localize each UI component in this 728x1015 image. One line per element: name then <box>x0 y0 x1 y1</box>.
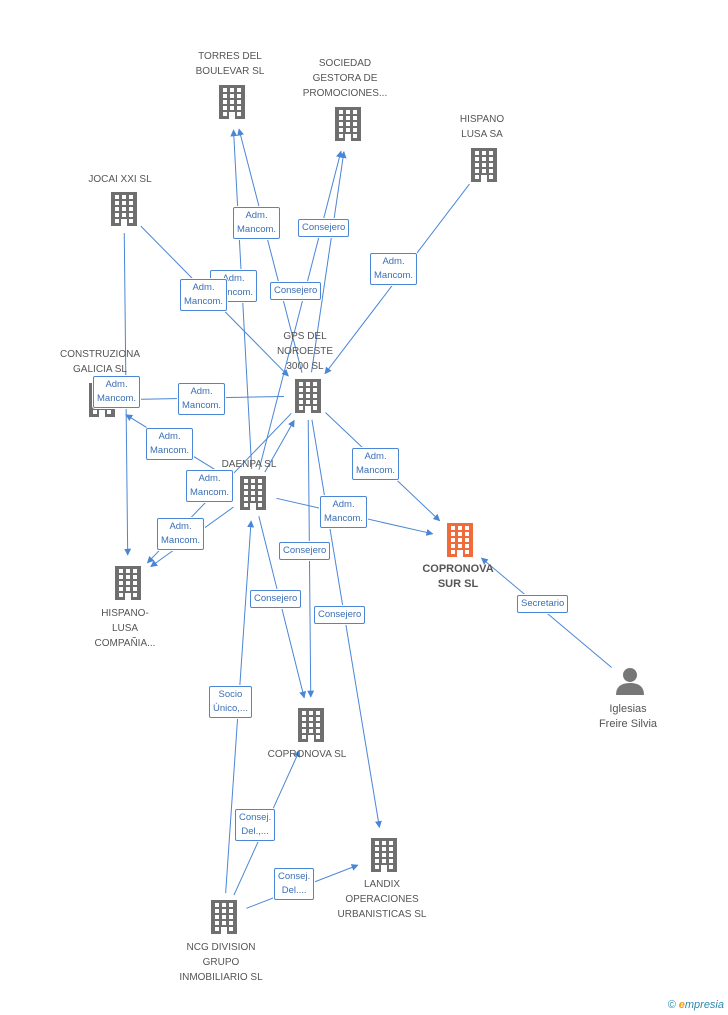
edge-label-adm-mancom[interactable]: Adm. Mancom. <box>186 470 234 502</box>
node-label-iglesias[interactable]: Iglesias Freire Silvia <box>598 703 658 730</box>
edge-label-adm-mancom[interactable]: Adm. Mancom. <box>146 428 194 460</box>
node-label-landix[interactable]: LANDIX OPERACIONES URBANISTICAS SL <box>337 879 427 920</box>
node-label-daenpa[interactable]: DAENPA SL <box>221 459 277 470</box>
edge-label-adm-mancom[interactable]: Adm. Mancom. <box>352 448 400 480</box>
edge-label-adm-mancom[interactable]: Adm. Mancom. <box>93 376 141 408</box>
edge-label-consejero[interactable]: Consejero <box>270 282 322 300</box>
building-icon[interactable] <box>219 85 245 119</box>
edge-label-secretario[interactable]: Secretario <box>517 595 569 613</box>
node-label-torres[interactable]: TORRES DEL BOULEVAR SL <box>195 51 265 77</box>
edge-line-daenpa-gps <box>264 419 295 473</box>
building-icon[interactable] <box>471 148 497 182</box>
edge-label-consej-del[interactable]: Consej. Del.,... <box>235 809 276 841</box>
edge-line-daenpa-sociedad <box>258 150 343 470</box>
edge-label-consej-del[interactable]: Consej. Del.... <box>274 868 315 900</box>
copyright-icon: © <box>667 999 676 1011</box>
building-icon[interactable] <box>211 900 237 934</box>
building-icon[interactable] <box>115 566 141 600</box>
building-icon[interactable] <box>295 379 321 413</box>
edge-label-adm-mancom[interactable]: Adm. Mancom. <box>320 496 368 528</box>
node-label-copronova-sur[interactable]: COPRONOVA SUR SL <box>422 563 494 590</box>
node-label-hispano-cia[interactable]: HISPANO- LUSA COMPAÑIA... <box>94 608 156 649</box>
nodes-layer <box>89 85 644 934</box>
edge-label-adm-mancom[interactable]: Adm. Mancom. <box>180 279 228 311</box>
building-icon[interactable] <box>298 708 324 742</box>
node-label-ncg[interactable]: NCG DIVISION GRUPO INMOBILIARIO SL <box>179 942 263 983</box>
edge-line-gps-torres <box>237 128 303 373</box>
building-icon[interactable] <box>111 192 137 226</box>
building-icon[interactable] <box>447 523 473 557</box>
edge-label-consejero[interactable]: Consejero <box>298 219 350 237</box>
edge-line-gps-sociedad <box>310 151 347 373</box>
node-label-gps[interactable]: GPS DEL NOROESTE 3000 SL <box>276 331 334 372</box>
node-label-jocai[interactable]: JOCAI XXI SL <box>88 174 152 185</box>
footer-brand: © empresia <box>668 999 724 1011</box>
brand-logo-text: mpresia <box>684 999 724 1011</box>
brand-logo-letter: e <box>678 999 685 1011</box>
person-icon[interactable] <box>616 668 644 695</box>
edge-label-consejero[interactable]: Consejero <box>279 542 331 560</box>
edge-label-consejero[interactable]: Consejero <box>250 590 302 608</box>
edge-label-adm-mancom[interactable]: Adm. Mancom. <box>233 207 281 239</box>
building-icon[interactable] <box>335 107 361 141</box>
node-label-construziona[interactable]: CONSTRUZIONA GALICIA SL <box>60 349 140 375</box>
node-label-sociedad[interactable]: SOCIEDAD GESTORA DE PROMOCIONES... <box>302 58 388 99</box>
edge-label-consejero[interactable]: Consejero <box>314 606 366 624</box>
edge-label-adm-mancom[interactable]: Adm. Mancom. <box>178 383 226 415</box>
edge-label-adm-mancom[interactable]: Adm. Mancom. <box>370 253 418 285</box>
node-label-copronova[interactable]: COPRONOVA SL <box>267 749 347 760</box>
edge-label-socio-unico[interactable]: Socio Único,... <box>209 686 252 718</box>
node-label-hispano-lusa[interactable]: HISPANO LUSA SA <box>459 114 505 140</box>
edge-label-adm-mancom[interactable]: Adm. Mancom. <box>157 518 205 550</box>
building-icon[interactable] <box>371 838 397 872</box>
building-icon[interactable] <box>240 476 266 510</box>
